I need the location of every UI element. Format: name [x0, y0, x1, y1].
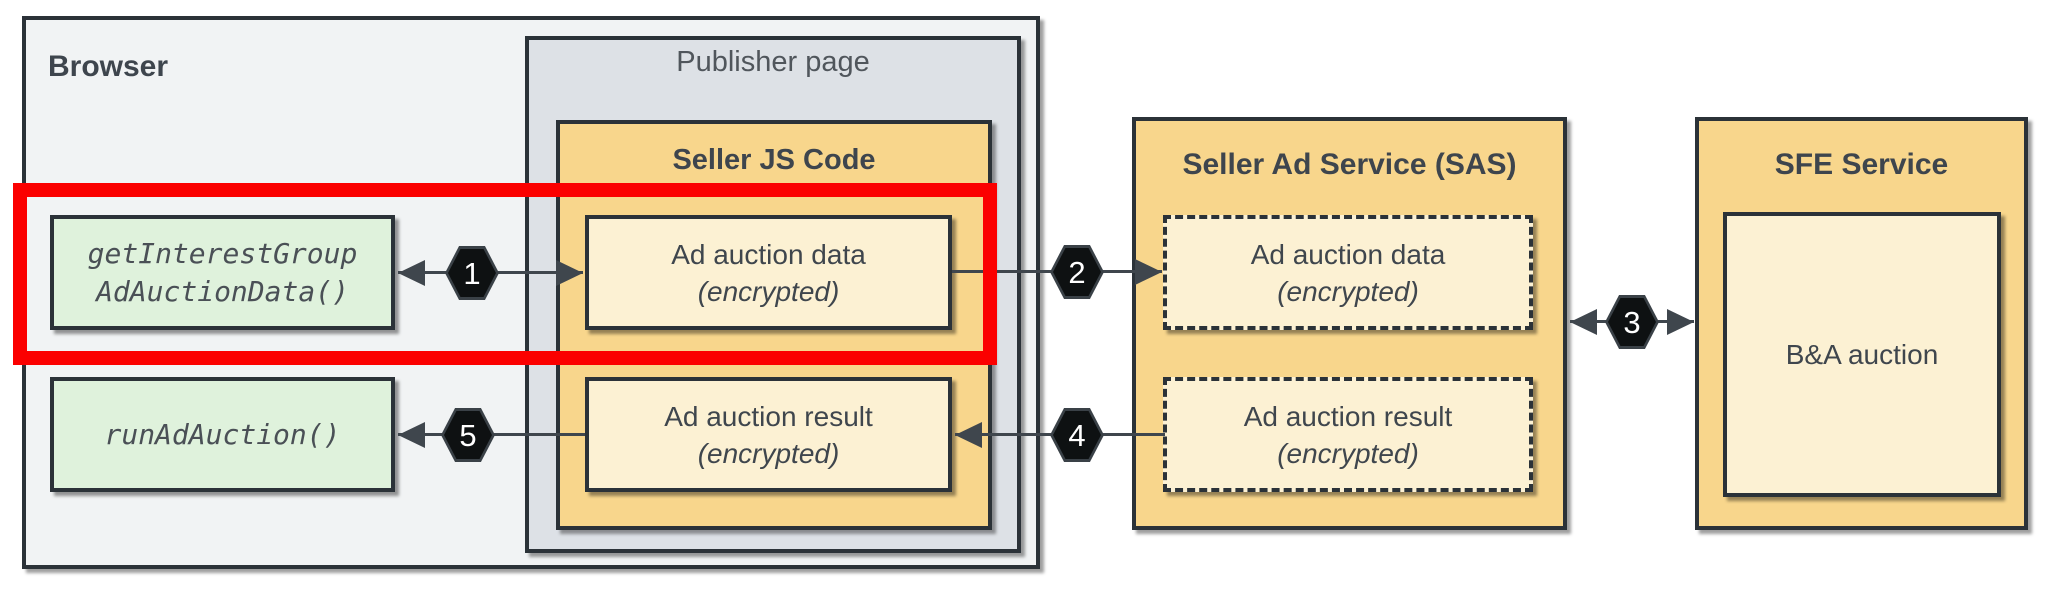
js-ad-auction-data-box: Ad auction data (encrypted)	[585, 215, 952, 330]
seller-ad-service-label: Seller Ad Service (SAS)	[1182, 148, 1517, 181]
box-subtitle: (encrypted)	[1277, 437, 1419, 469]
arrowhead-right-icon	[556, 260, 583, 286]
get-interest-group-ad-auction-data-box: getInterestGroup AdAuctionData()	[50, 215, 395, 330]
seller-js-code-label: Seller JS Code	[672, 144, 876, 176]
step-1-badge: 1	[445, 246, 499, 300]
step-number: 5	[459, 417, 477, 453]
step-number: 1	[463, 255, 481, 291]
box-title: Ad auction result	[664, 400, 873, 432]
box-subtitle: (encrypted)	[697, 275, 840, 307]
sas-ad-auction-result-box: Ad auction result (encrypted)	[1163, 377, 1533, 492]
box-title: Ad auction data	[671, 238, 866, 270]
arrow-step-1	[398, 260, 583, 286]
api-call-line-1: getInterestGroup	[87, 236, 358, 270]
box-title: Ad auction data	[1250, 238, 1446, 270]
js-ad-auction-result-box: Ad auction result (encrypted)	[585, 377, 952, 492]
step-4-badge: 4	[1050, 408, 1104, 462]
step-number: 4	[1068, 417, 1086, 453]
browser-label: Browser	[48, 50, 169, 83]
api-call-line-2: AdAuctionData()	[96, 274, 349, 308]
arrowhead-right-icon	[1667, 309, 1694, 335]
arrowhead-left-icon	[398, 422, 425, 448]
box-subtitle: (encrypted)	[697, 437, 840, 469]
run-ad-auction-box: runAdAuction()	[50, 377, 395, 492]
ba-auction-box: B&A auction	[1723, 212, 2001, 497]
step-2-badge: 2	[1050, 245, 1104, 299]
box-title: Ad auction result	[1243, 400, 1453, 432]
arrowhead-left-icon	[1570, 309, 1597, 335]
step-number: 3	[1623, 304, 1641, 340]
step-5-badge: 5	[441, 408, 495, 462]
sas-ad-auction-data-box: Ad auction data (encrypted)	[1163, 215, 1533, 330]
step-1-highlight-rectangle	[13, 183, 997, 365]
step-number: 2	[1068, 254, 1086, 290]
sfe-service-label: SFE Service	[1774, 148, 1949, 181]
box-title: B&A auction	[1785, 339, 1939, 370]
arrowhead-right-icon	[1135, 259, 1162, 285]
publisher-page-label: Publisher page	[676, 46, 870, 78]
arrowhead-left-icon	[398, 260, 425, 286]
api-call-line-1: runAdAuction()	[104, 417, 341, 451]
step-3-badge: 3	[1605, 295, 1659, 349]
box-subtitle: (encrypted)	[1277, 275, 1419, 307]
arrowhead-left-icon	[955, 422, 982, 448]
